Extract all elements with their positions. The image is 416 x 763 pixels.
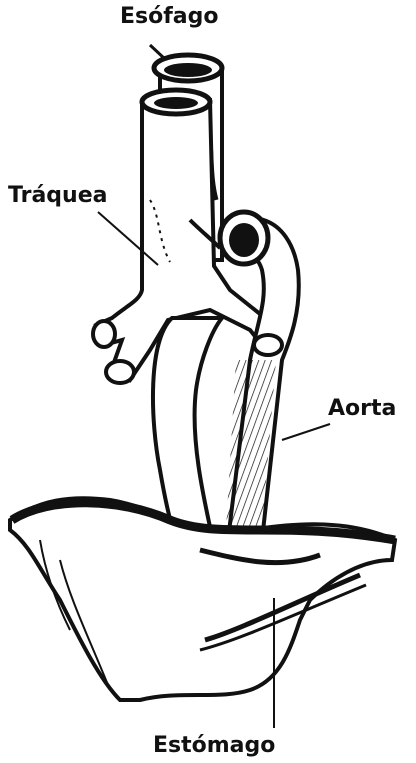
label-esofago: Esófago — [120, 4, 219, 29]
label-aorta: Aorta — [328, 396, 396, 421]
leader-aorta — [282, 424, 330, 440]
lower-esophagus-shape — [153, 318, 222, 545]
label-estomago: Estómago — [153, 733, 275, 758]
label-traquea: Tráquea — [8, 183, 107, 208]
leader-esofago — [150, 45, 166, 60]
stomach-diaphragm-shape — [10, 498, 395, 700]
aorta-shape — [220, 212, 299, 540]
